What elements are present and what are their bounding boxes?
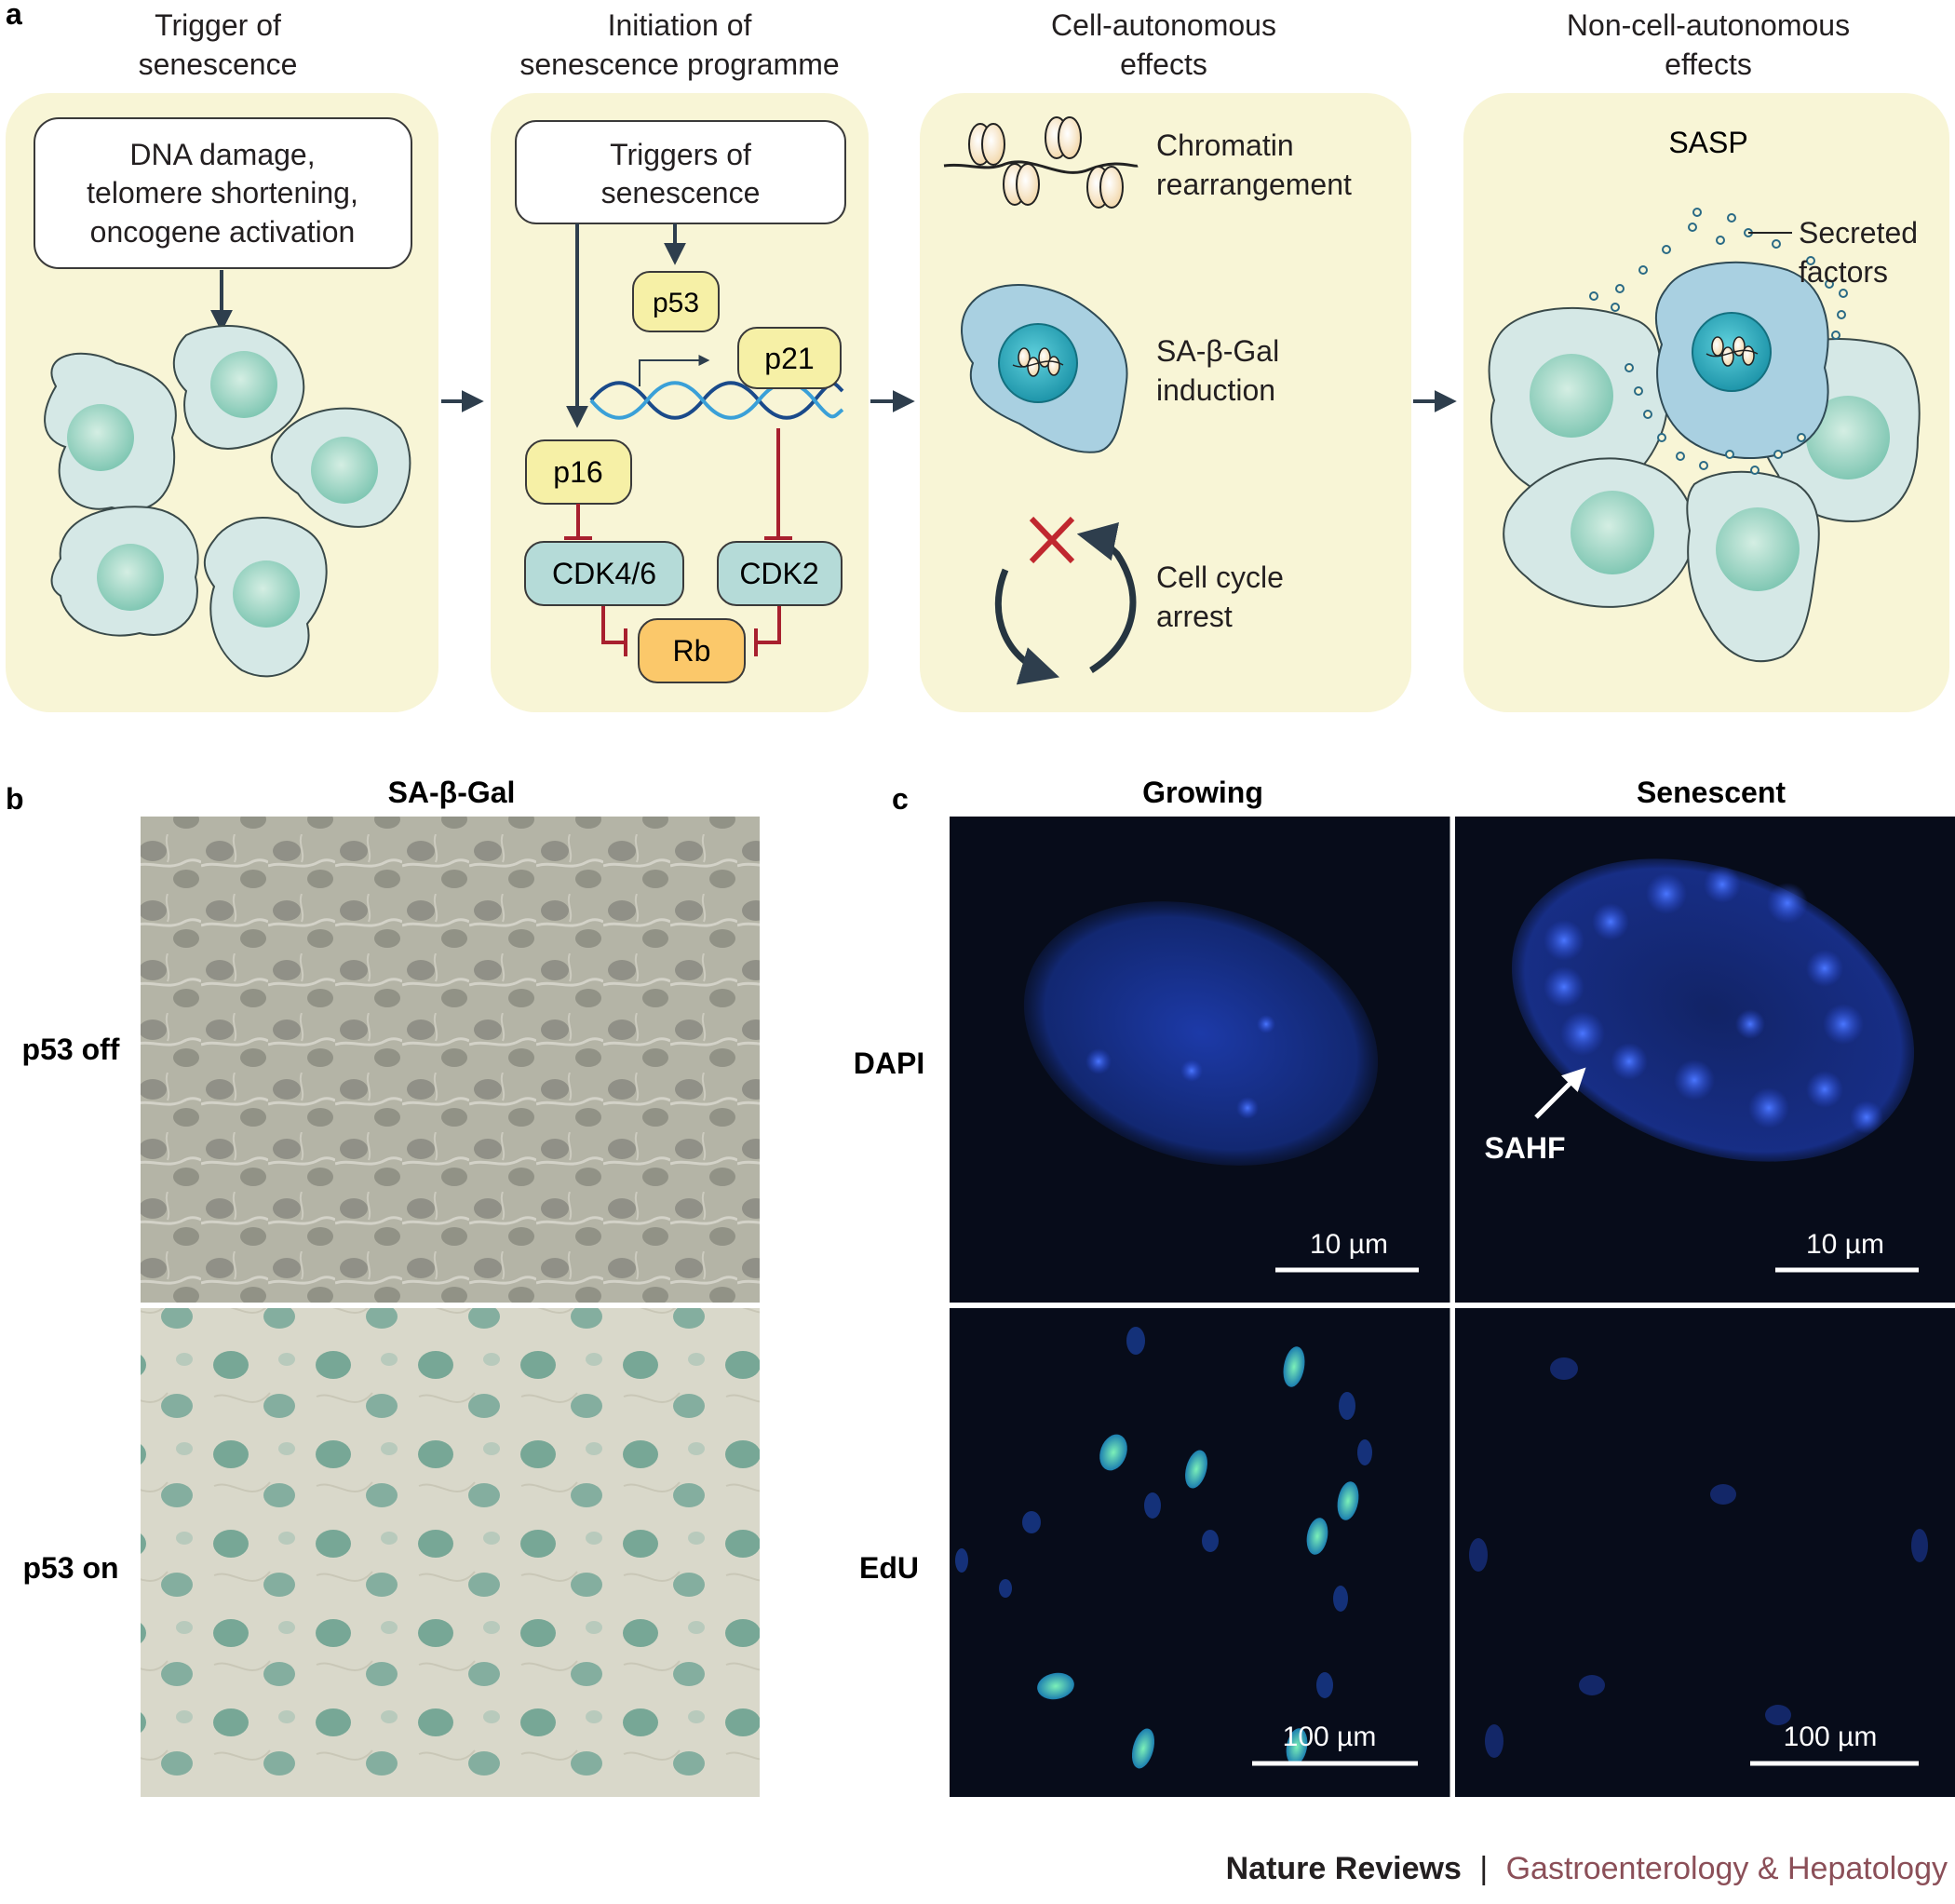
rb-label: Rb — [673, 634, 711, 668]
edu-senescent-image — [1455, 1308, 1955, 1797]
step4-title-line2: effects — [1665, 47, 1752, 81]
journal-name: Nature Reviews — [1226, 1851, 1462, 1886]
cdk46-pill — [524, 541, 684, 606]
triggers-box — [515, 120, 846, 224]
trigger-text-3: oncogene activation — [90, 215, 356, 249]
p53-transcription-arrow — [639, 355, 710, 386]
step2-title-line2: senescence programme — [519, 47, 839, 81]
step3-title-line2: effects — [1120, 47, 1207, 81]
panel-c-label: c — [892, 782, 909, 816]
cell-cycle-arrest-icon — [994, 522, 1137, 685]
panel-c-col-growing: Growing — [1142, 776, 1263, 809]
chromatin-icon — [943, 116, 1139, 209]
panel-c-row-edu: EdU — [859, 1551, 919, 1585]
step2-title-line1: Initiation of — [608, 8, 752, 42]
rb-pill — [638, 618, 746, 683]
sagal-text-1: SA-β-Gal — [1156, 334, 1279, 368]
scale-label-edu-growing: 100 µm — [1283, 1722, 1377, 1752]
dna-helix — [589, 381, 844, 420]
journal-separator: | — [1479, 1851, 1488, 1886]
inhibition-lines — [564, 428, 792, 656]
journal-credit: Nature Reviews | Gastroenterology & Hepa… — [1226, 1851, 1948, 1886]
step1-title-line2: senescence — [139, 47, 298, 81]
p53-pill — [632, 271, 720, 332]
panel-c-col-senescent: Senescent — [1637, 776, 1786, 809]
dapi-senescent-image — [1455, 817, 1955, 1303]
dapi-growing-image — [950, 817, 1450, 1303]
arrest-text-1: Cell cycle — [1156, 560, 1284, 594]
normal-cell-nuclei — [67, 351, 378, 628]
step3-panel — [920, 93, 1411, 712]
trigger-text-1: DNA damage, — [129, 138, 315, 171]
panel-c-row-dapi: DAPI — [854, 1047, 924, 1080]
p16-label: p16 — [553, 455, 602, 489]
sa-gal-image-p53-off — [141, 817, 760, 1303]
panel-b-label: b — [6, 782, 24, 816]
image-grid-lines — [141, 817, 1955, 1797]
sagal-text-2: induction — [1156, 373, 1275, 407]
neighbor-nuclei — [1530, 354, 1890, 591]
sasp-senescent-cell — [1655, 261, 1829, 460]
triggers-text-1: Triggers of — [610, 138, 751, 171]
chromatin-text-1: Chromatin — [1156, 128, 1294, 162]
step3-title-line1: Cell-autonomous — [1051, 8, 1276, 42]
scale-label-dapi-growing: 10 µm — [1310, 1229, 1388, 1260]
senescent-cell-icon — [961, 284, 1128, 453]
secreted-text-2: factors — [1799, 255, 1888, 289]
trigger-text-2: telomere shortening, — [87, 176, 358, 209]
p21-label: p21 — [764, 342, 814, 375]
panel-b-row-p53-on: p53 on — [22, 1551, 118, 1585]
panel-a-label: a — [6, 0, 22, 31]
sa-gal-image-p53-on — [141, 1308, 760, 1797]
cdk46-label: CDK4/6 — [552, 557, 656, 590]
sahf-arrow — [1534, 1067, 1586, 1119]
step4-title-line1: Non-cell-autonomous — [1567, 8, 1850, 42]
panel-b-column-title: SA-β-Gal — [388, 776, 516, 809]
step-titles: Trigger of senescence Initiation of sene… — [139, 8, 1850, 81]
triggers-text-2: senescence — [601, 176, 761, 209]
p53-label: p53 — [653, 288, 699, 318]
arrest-text-2: arrest — [1156, 600, 1233, 633]
edu-growing-image — [950, 1308, 1450, 1797]
cdk2-label: CDK2 — [739, 557, 818, 590]
scale-label-edu-senescent: 100 µm — [1784, 1722, 1878, 1752]
step1-title-line1: Trigger of — [155, 8, 281, 42]
cdk2-pill — [717, 541, 843, 606]
trigger-box — [34, 117, 412, 269]
sasp-label: SASP — [1668, 126, 1747, 159]
p21-pill — [737, 327, 842, 389]
secreted-text-1: Secreted — [1799, 216, 1918, 250]
arrest-cross-icon — [1029, 516, 1075, 564]
panel-b-row-p53-off: p53 off — [22, 1033, 120, 1066]
scale-label-dapi-senescent: 10 µm — [1806, 1229, 1884, 1260]
journal-subtitle: Gastroenterology & Hepatology — [1506, 1851, 1948, 1886]
sahf-label: SAHF — [1484, 1131, 1565, 1165]
chromatin-text-2: rearrangement — [1156, 168, 1352, 201]
